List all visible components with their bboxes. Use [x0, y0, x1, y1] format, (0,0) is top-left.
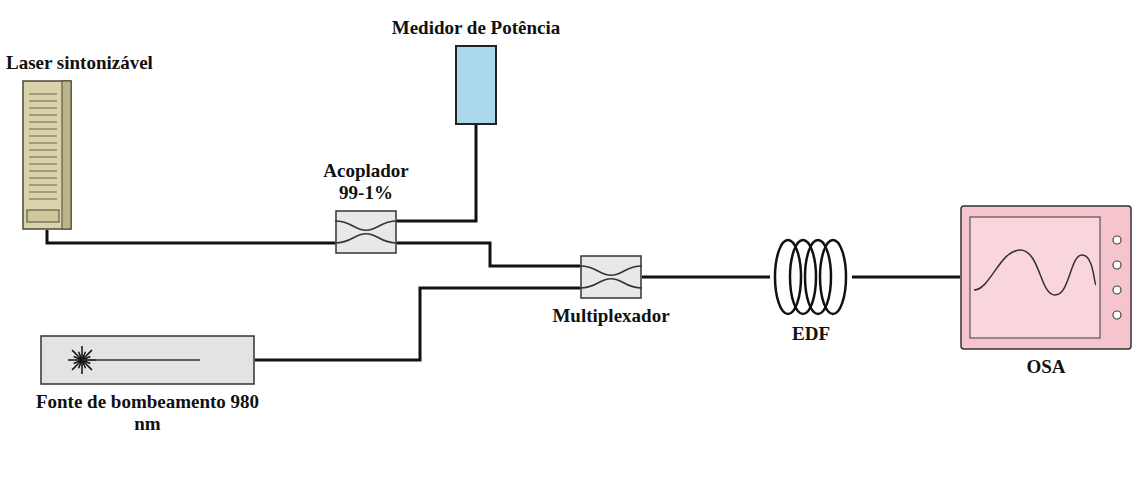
fiber-connector: [47, 230, 335, 243]
device-label: OSA: [1026, 356, 1065, 378]
spectrum-analyzer-icon: [960, 205, 1132, 350]
fiber-coil: EDF: [770, 237, 852, 317]
coupler-box: Acoplador 99-1%: [335, 210, 397, 254]
device-label: Laser sintonizável: [6, 52, 153, 74]
multiplexer-box: Multiplexador: [580, 255, 642, 299]
device-label: Medidor de Potência: [392, 17, 561, 39]
fiber-coil-icon: [770, 237, 852, 317]
fiber-connector: [397, 125, 476, 221]
device-label: Multiplexador: [552, 305, 669, 327]
fiber-connector: [397, 243, 580, 266]
device-label: EDF: [792, 323, 830, 345]
multiplexer-box-icon: [580, 255, 642, 299]
fiber-connector: [852, 276, 960, 279]
fiber-connector: [255, 288, 580, 360]
fiber-connector: [642, 276, 770, 279]
device-label: Fonte de bombeamento 980 nm: [33, 391, 263, 435]
coupler-box-icon: [335, 210, 397, 254]
laser-tower-icon: [22, 80, 72, 230]
device-label: Acoplador 99-1%: [311, 160, 421, 204]
pump-source-icon: [40, 335, 255, 385]
power-meter: Medidor de Potência: [455, 45, 497, 125]
pump-source: Fonte de bombeamento 980 nm: [40, 335, 255, 385]
laser-tower: Laser sintonizável: [22, 80, 72, 230]
power-meter-icon: [455, 45, 497, 125]
spectrum-analyzer: OSA: [960, 205, 1132, 350]
